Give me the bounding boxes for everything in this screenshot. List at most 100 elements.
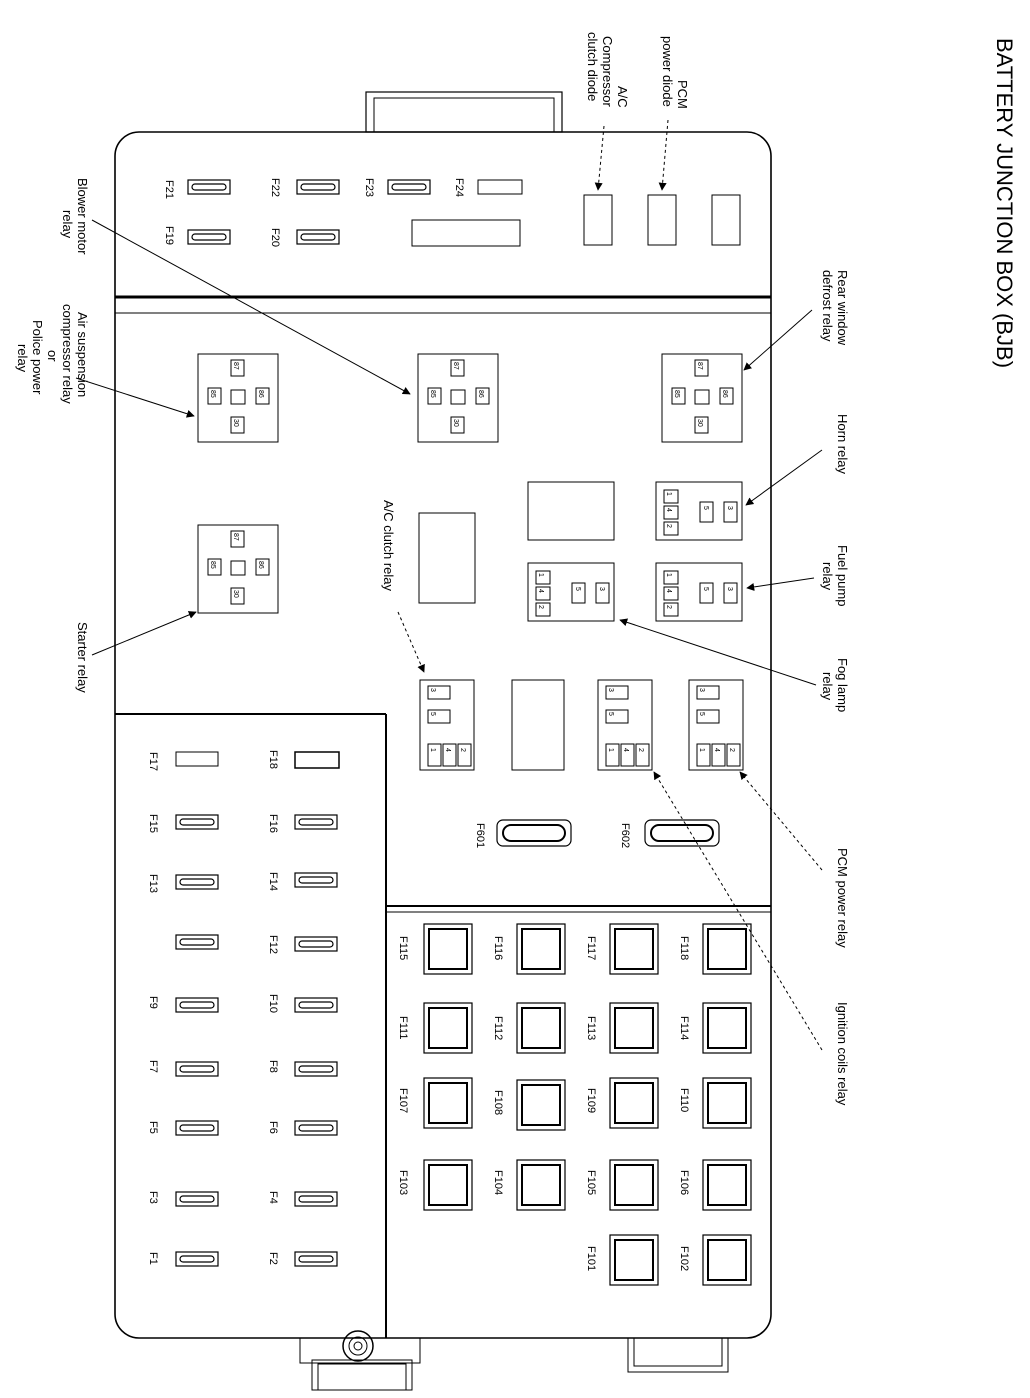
svg-text:4: 4 <box>665 589 672 593</box>
svg-text:F1: F1 <box>147 1252 159 1265</box>
svg-text:1: 1 <box>607 748 614 752</box>
callout-horn-relay: Horn relay <box>835 414 850 474</box>
svg-text:86: 86 <box>257 390 264 398</box>
svg-text:or: or <box>45 350 60 362</box>
fuse-f102: F102 <box>678 1234 752 1286</box>
svg-text:F21: F21 <box>163 180 175 199</box>
svg-text:85: 85 <box>429 390 436 398</box>
callout-ac-compressor-clutch-diode: A/C Compressor clutch diode <box>585 32 630 108</box>
svg-text:relay: relay <box>820 672 835 701</box>
svg-text:4: 4 <box>537 589 544 593</box>
svg-text:Compressor: Compressor <box>600 36 615 107</box>
svg-text:85: 85 <box>673 390 680 398</box>
fog-lamp-relay: 1 4 2 5 3 <box>527 562 615 622</box>
empty-relay-slot-2 <box>418 512 476 604</box>
svg-text:F18: F18 <box>267 750 279 769</box>
svg-text:2: 2 <box>665 605 672 609</box>
svg-text:PCM: PCM <box>675 80 690 109</box>
fuse-f8: F8 <box>267 1060 338 1077</box>
leader-lines <box>75 119 823 1051</box>
fuse-f101: F101 <box>585 1234 659 1286</box>
fuse-f7: F7 <box>147 1060 219 1077</box>
horn-relay: 1 4 2 5 3 <box>655 481 743 541</box>
svg-text:Horn relay: Horn relay <box>835 414 850 474</box>
fuse-f1: F1 <box>147 1251 219 1267</box>
svg-text:2: 2 <box>665 524 672 528</box>
svg-text:F20: F20 <box>269 228 281 247</box>
svg-text:5: 5 <box>574 587 581 591</box>
svg-text:Starter relay: Starter relay <box>75 622 90 693</box>
svg-text:Rear window: Rear window <box>835 270 850 346</box>
svg-text:relay: relay <box>60 210 75 239</box>
svg-text:F7: F7 <box>147 1060 159 1073</box>
svg-text:1: 1 <box>665 492 672 496</box>
fuse-f118: F118 <box>678 923 752 975</box>
fuse-f106: F106 <box>678 1159 752 1211</box>
fuse-f10: F10 <box>267 994 338 1013</box>
blower-motor-relay: 87 85 86 30 <box>417 353 499 443</box>
svg-text:30: 30 <box>452 419 459 427</box>
svg-text:85: 85 <box>209 390 216 398</box>
svg-text:F112: F112 <box>492 1016 504 1040</box>
callout-blower-motor-relay: Blower motor relay <box>60 178 90 255</box>
callout-pcm-power-diode: PCM power diode <box>660 36 690 109</box>
svg-text:F5: F5 <box>147 1121 159 1134</box>
svg-text:Fog lamp: Fog lamp <box>835 658 850 712</box>
svg-text:Fuel pump: Fuel pump <box>835 545 850 606</box>
svg-text:86: 86 <box>257 561 264 569</box>
fuse-f4: F4 <box>267 1191 338 1207</box>
starter-relay: 87 85 86 30 <box>197 524 279 614</box>
pcm-power-relay: 3 5 1 4 2 <box>688 679 744 771</box>
svg-text:F103: F103 <box>397 1170 409 1195</box>
svg-text:85: 85 <box>209 561 216 569</box>
svg-text:F14: F14 <box>267 872 279 891</box>
fuse-f601: F601 <box>474 819 572 848</box>
svg-text:F102: F102 <box>678 1246 690 1271</box>
svg-text:F10: F10 <box>267 994 279 1013</box>
ignition-coils-relay: 3 5 1 4 2 <box>597 679 653 771</box>
fuse-f15: F15 <box>147 814 219 833</box>
empty-relay-slot-1 <box>527 481 615 541</box>
fuse-f112: F112 <box>492 1002 566 1054</box>
svg-text:F13: F13 <box>147 874 159 893</box>
svg-text:clutch diode: clutch diode <box>585 32 600 101</box>
svg-text:F107: F107 <box>397 1088 409 1113</box>
svg-text:4: 4 <box>444 748 451 752</box>
fuse-f107: F107 <box>397 1077 473 1129</box>
svg-text:3: 3 <box>598 587 605 591</box>
svg-text:F19: F19 <box>163 226 175 245</box>
callout-pcm-power-relay: PCM power relay <box>835 848 850 948</box>
callout-starter-relay: Starter relay <box>75 622 90 693</box>
fuse-f114: F114 <box>678 1002 752 1054</box>
svg-text:F22: F22 <box>269 178 281 197</box>
svg-text:30: 30 <box>696 419 703 427</box>
diode-slot-spare <box>711 194 741 246</box>
svg-text:A/C: A/C <box>615 86 630 108</box>
svg-text:2: 2 <box>537 605 544 609</box>
svg-text:F114: F114 <box>678 1016 690 1040</box>
fuse-f21: F21 <box>163 179 231 199</box>
svg-text:F17: F17 <box>147 752 159 771</box>
fuse-f5: F5 <box>147 1120 219 1136</box>
svg-text:F8: F8 <box>267 1060 279 1073</box>
callout-air-suspension-relay: Air suspension compressor relay or Polic… <box>15 304 90 404</box>
svg-text:5: 5 <box>702 506 709 510</box>
fuse-f19: F19 <box>163 226 231 245</box>
fuse-f113: F113 <box>585 1002 659 1054</box>
svg-text:F115: F115 <box>397 936 409 960</box>
fuse-f12: F12 <box>267 935 338 954</box>
svg-text:Air suspension: Air suspension <box>75 312 90 397</box>
svg-text:Police power: Police power <box>30 320 45 395</box>
fuse-f14: F14 <box>267 872 338 891</box>
svg-text:F6: F6 <box>267 1121 279 1134</box>
fuse-f3: F3 <box>147 1191 219 1207</box>
top-mounting-tab <box>365 91 563 133</box>
diagram-title: BATTERY JUNCTION BOX (BJB) <box>992 38 1017 368</box>
svg-text:compressor relay: compressor relay <box>60 304 75 404</box>
fuse-f110: F110 <box>678 1077 752 1129</box>
svg-text:3: 3 <box>726 506 733 510</box>
fuse-f104: F104 <box>492 1159 566 1211</box>
svg-text:3: 3 <box>726 587 733 591</box>
svg-text:A/C clutch relay: A/C clutch relay <box>381 500 396 592</box>
